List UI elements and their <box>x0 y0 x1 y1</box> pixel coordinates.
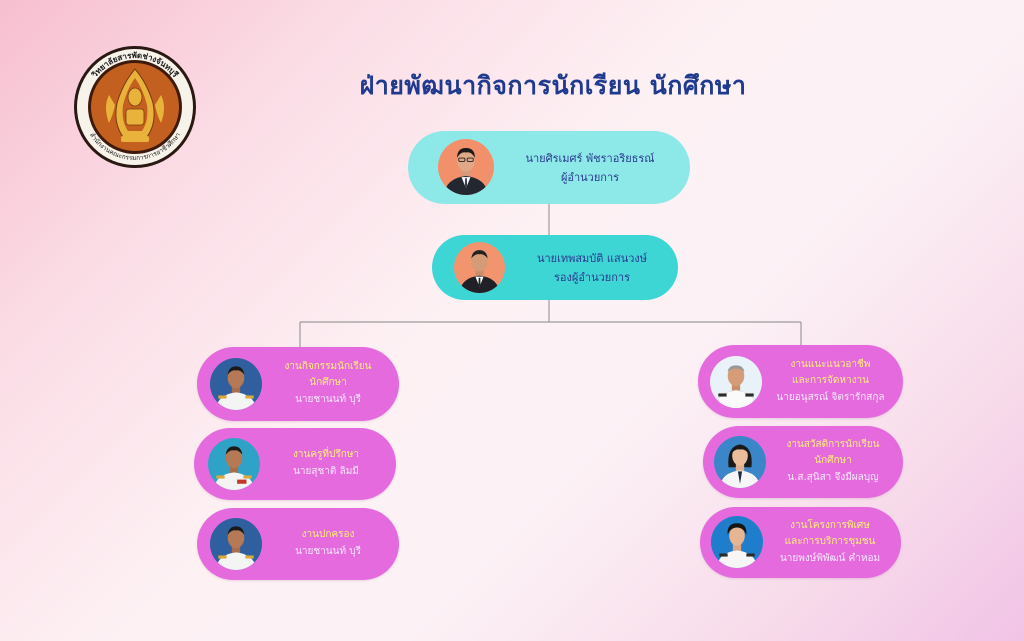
deputy-position: รองผู้อำนวยการ <box>553 270 630 284</box>
unit-person: นายชานนท์ บุรี <box>295 546 361 557</box>
avatar <box>210 518 262 570</box>
director-card: นายศิรเมศร์ พัชราอริยธรณ์ ผู้อำนวยการ <box>408 131 690 204</box>
unit-card-advisors: งานครูที่ปรึกษา นายสุชาติ ลิมมี <box>194 428 396 500</box>
avatar <box>210 358 262 410</box>
unit-card-student-welfare: งานสวัสดิการนักเรียน นักศึกษา น.ส.สุนิสา… <box>703 426 903 498</box>
avatar <box>710 356 762 408</box>
emblem-icon <box>106 68 164 142</box>
unit-title: นักศึกษา <box>309 377 347 388</box>
avatar <box>208 438 260 490</box>
unit-person: น.ส.สุนิสา จึงมีผลบุญ <box>787 472 879 483</box>
unit-title: งานโครงการพิเศษ <box>790 519 870 531</box>
unit-title: งานแนะแนวอาชีพ <box>790 358 871 370</box>
unit-person: นายชานนท์ บุรี <box>295 394 361 405</box>
unit-title: งานสวัสดิการนักเรียน <box>786 439 880 450</box>
director-position: ผู้อำนวยการ <box>560 170 620 184</box>
page-title: ฝ่ายพัฒนากิจการนักเรียน นักศึกษา <box>359 71 747 100</box>
unit-person: นายพงษ์พิพัฒน์ คำหอม <box>779 552 881 564</box>
unit-card-special-projects: งานโครงการพิเศษ และการบริการชุมชน นายพงษ… <box>700 507 901 578</box>
avatar <box>454 242 505 293</box>
unit-title: และการบริการชุมชน <box>784 535 876 547</box>
unit-card-discipline: งานปกครอง นายชานนท์ บุรี <box>197 508 399 580</box>
unit-title: งานกิจกรรมนักเรียน <box>284 361 372 372</box>
unit-card-student-activities: งานกิจกรรมนักเรียน นักศึกษา นายชานนท์ บุ… <box>197 347 399 421</box>
unit-card-career-guidance: งานแนะแนวอาชีพ และการจัดหางาน นายอนุสรณ์… <box>698 345 903 418</box>
unit-title: งานครูที่ปรึกษา <box>293 449 359 460</box>
avatar <box>714 436 766 488</box>
unit-title: และการจัดหางาน <box>792 374 869 386</box>
deputy-card: นายเทพสมบัติ แสนวงษ์ รองผู้อำนวยการ <box>432 235 678 300</box>
unit-title: งานปกครอง <box>301 529 355 540</box>
unit-title: นักศึกษา <box>814 455 852 466</box>
avatar <box>438 139 494 195</box>
director-name: นายศิรเมศร์ พัชราอริยธรณ์ <box>525 151 655 165</box>
unit-person: นายสุชาติ ลิมมี <box>293 466 359 477</box>
avatar <box>711 516 763 568</box>
unit-person: นายอนุสรณ์ จิตรารักสกุล <box>776 391 885 403</box>
college-logo: วิทยาลัยสารพัดช่างจันทบุรี สำนักงานคณะกร… <box>73 45 197 169</box>
deputy-name: นายเทพสมบัติ แสนวงษ์ <box>536 251 648 265</box>
